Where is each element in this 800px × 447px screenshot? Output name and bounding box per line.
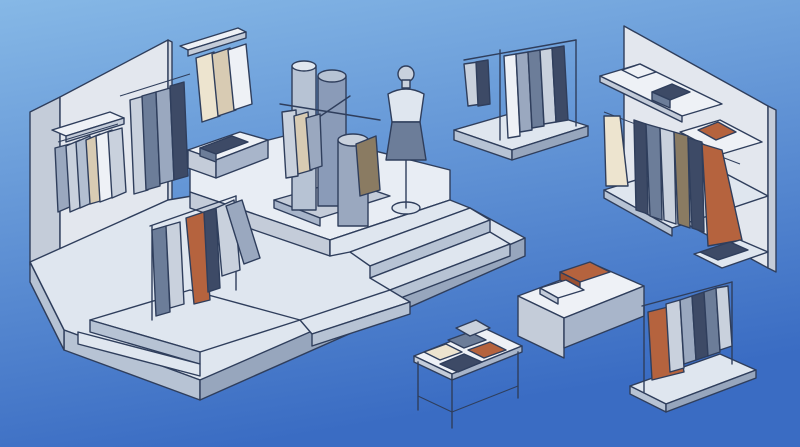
folded-clothes-wall-top <box>621 63 691 109</box>
center-riser <box>77 131 511 377</box>
folded-clothes-shelf <box>199 135 249 163</box>
hanging-jackets-top <box>195 43 253 123</box>
right-wall-display <box>599 25 777 273</box>
hanging-wall-garments <box>603 115 743 247</box>
wall-shelf-left <box>51 27 269 213</box>
clothing-rack-center-front <box>149 195 261 321</box>
hanging-pants-wall <box>119 73 191 195</box>
folded-clothes-table-front <box>423 319 507 373</box>
hanging-shirts-left <box>54 123 127 213</box>
display-table-middle <box>517 261 645 359</box>
mannequin <box>385 65 427 215</box>
folded-clothes-table-middle <box>539 261 611 305</box>
rack-island-top <box>453 39 589 161</box>
center-display-cylinders <box>273 60 391 227</box>
display-table-front <box>413 319 523 429</box>
rack-island-front-right <box>629 281 757 413</box>
